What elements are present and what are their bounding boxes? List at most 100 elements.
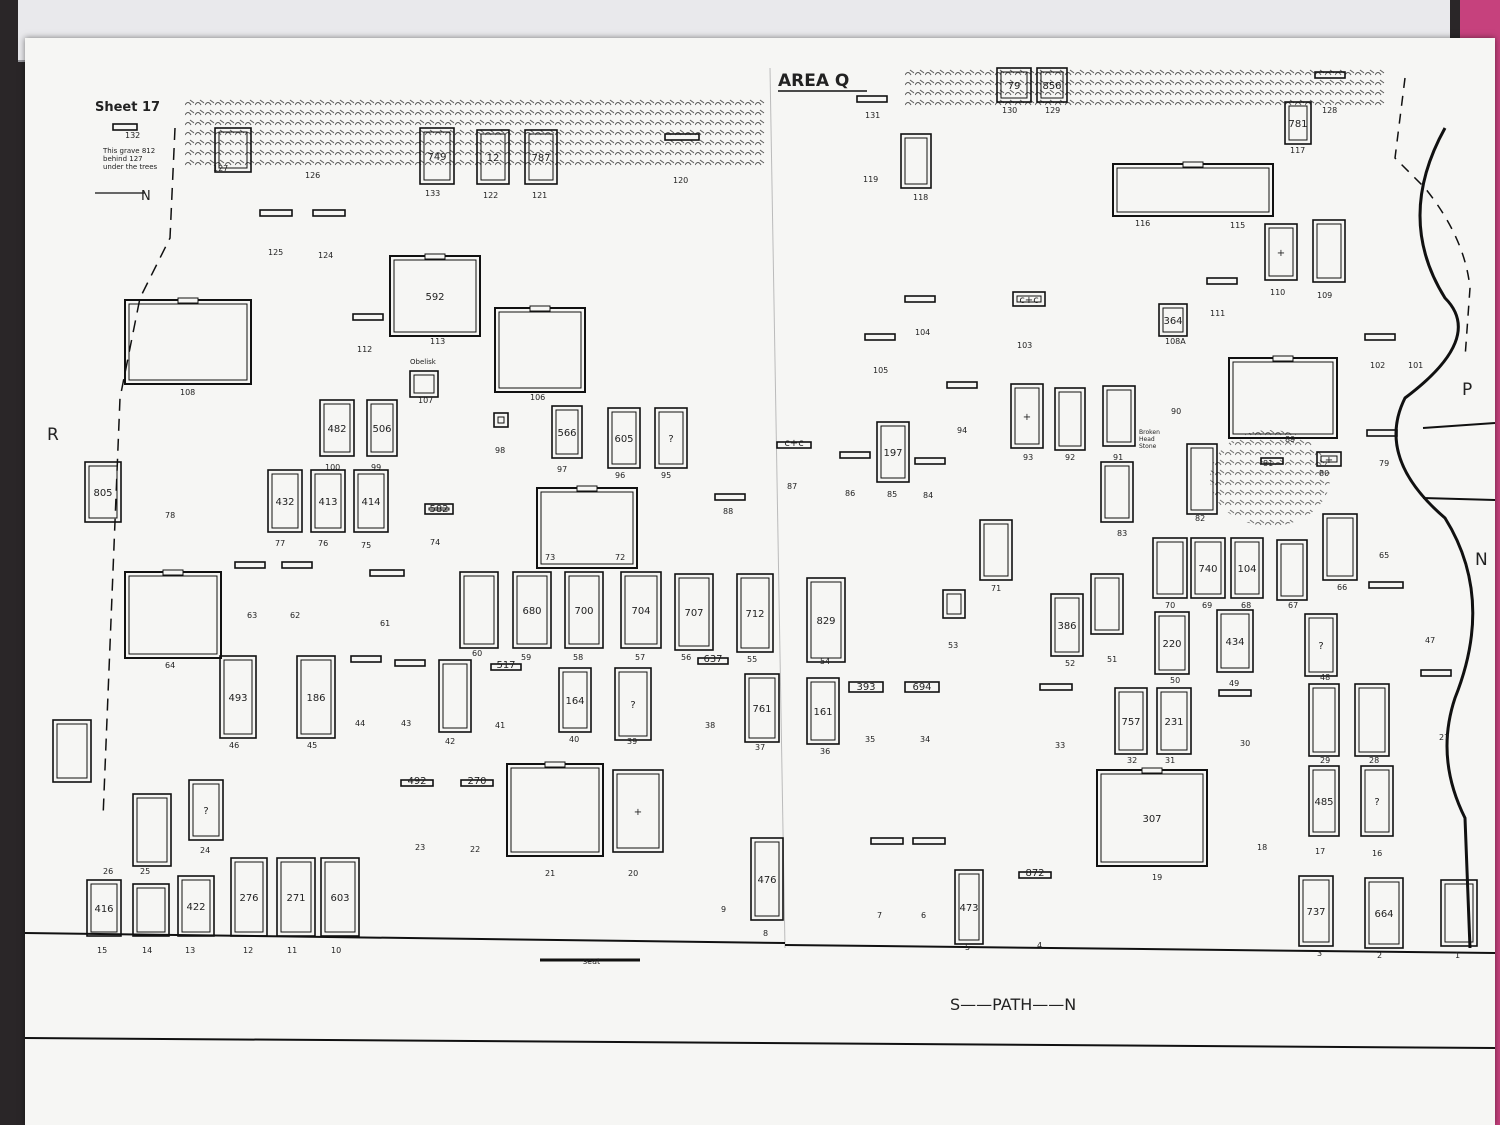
grave-plot-79[interactable]: 79: [1366, 429, 1398, 468]
grave-plot-47[interactable]: 47: [1420, 636, 1452, 677]
grave-plot-102[interactable]: 102: [1364, 333, 1396, 370]
grave-plot-108[interactable]: 108: [124, 297, 252, 397]
grave-plot-91[interactable]: 91: [1102, 385, 1136, 462]
grave-plot-51[interactable]: 51: [1090, 573, 1124, 664]
grave-plot-64[interactable]: 64: [124, 569, 222, 670]
grave-plot-104[interactable]: 104: [904, 295, 936, 337]
grave-plot-112[interactable]: 112: [352, 313, 384, 354]
grave-plot-70[interactable]: 70: [1152, 537, 1188, 610]
grave-plot-42[interactable]: 42: [438, 659, 472, 746]
grave-plot-118[interactable]: 118: [913, 193, 928, 202]
grave-plot-29[interactable]: 29: [1308, 683, 1340, 765]
grave-plot-90[interactable]: 90: [1171, 407, 1181, 416]
grave-plot-18[interactable]: 18: [1257, 843, 1267, 852]
grave-plot-1[interactable]: 1: [1440, 879, 1478, 960]
grave-plot-107[interactable]: 107: [409, 370, 439, 405]
grave-plot-66[interactable]: 66: [1322, 513, 1358, 592]
grave-plot-131[interactable]: 131: [856, 95, 888, 120]
grave-plot-101[interactable]: 101: [1408, 361, 1423, 370]
grave-plot-73[interactable]: 73: [536, 485, 638, 569]
grave-plot-127[interactable]: 127: [213, 164, 228, 173]
grave-plot-111[interactable]: 111: [1206, 277, 1238, 318]
grave-plot-120[interactable]: 120: [664, 133, 700, 185]
grave-plot-98[interactable]: 98: [493, 412, 509, 455]
grave-plot-72[interactable]: 72: [615, 553, 625, 562]
grave-plot-110[interactable]: +110: [1264, 223, 1298, 297]
grave-plot-88[interactable]: 88: [714, 493, 746, 516]
grave-plot-82[interactable]: 82: [1186, 443, 1218, 523]
grave-plot-21[interactable]: 21: [506, 761, 604, 878]
grave-plot-115[interactable]: 115: [1230, 221, 1245, 230]
grave-plot-27[interactable]: 27: [1439, 733, 1449, 742]
grave-plot-87[interactable]: c+c87: [776, 438, 812, 491]
grave-plot-62[interactable]: 62: [281, 561, 313, 620]
grave-plot-63[interactable]: 63: [234, 561, 266, 620]
grave-plot-86[interactable]: 86: [839, 451, 871, 498]
grave-plot-84[interactable]: 84: [914, 457, 946, 500]
grave-plot-6[interactable]: 6: [912, 837, 946, 920]
grave-plot-7[interactable]: 7: [870, 837, 904, 920]
grave-plot-126[interactable]: 126: [214, 127, 320, 180]
grave-plot-53[interactable]: 53: [942, 589, 966, 650]
grave-plot-89[interactable]: 89: [1228, 355, 1338, 444]
grave-plot-65[interactable]: 65: [1368, 551, 1404, 589]
grave-plot-93[interactable]: +93: [1010, 383, 1044, 462]
grave-plot-109[interactable]: 109: [1312, 219, 1346, 300]
grave-plot-106[interactable]: 106: [494, 305, 586, 402]
grave-plot-83[interactable]: 83: [1100, 461, 1134, 538]
grave-plot-92[interactable]: 92: [1054, 387, 1086, 462]
grave-plot-132[interactable]: 132: [112, 123, 140, 140]
grave-plot-20[interactable]: +20: [612, 769, 664, 878]
grave-plot-119[interactable]: 119: [863, 133, 932, 189]
grave-plot-44[interactable]: 44: [350, 655, 382, 728]
grave-plot-116[interactable]: 116: [1112, 161, 1274, 228]
grave-plot-67[interactable]: 67: [1276, 539, 1308, 610]
grave-plot-14[interactable]: 14: [132, 883, 170, 955]
grave-plot-80[interactable]: +80: [1316, 451, 1342, 478]
grave-plot-61[interactable]: 61: [369, 569, 405, 628]
